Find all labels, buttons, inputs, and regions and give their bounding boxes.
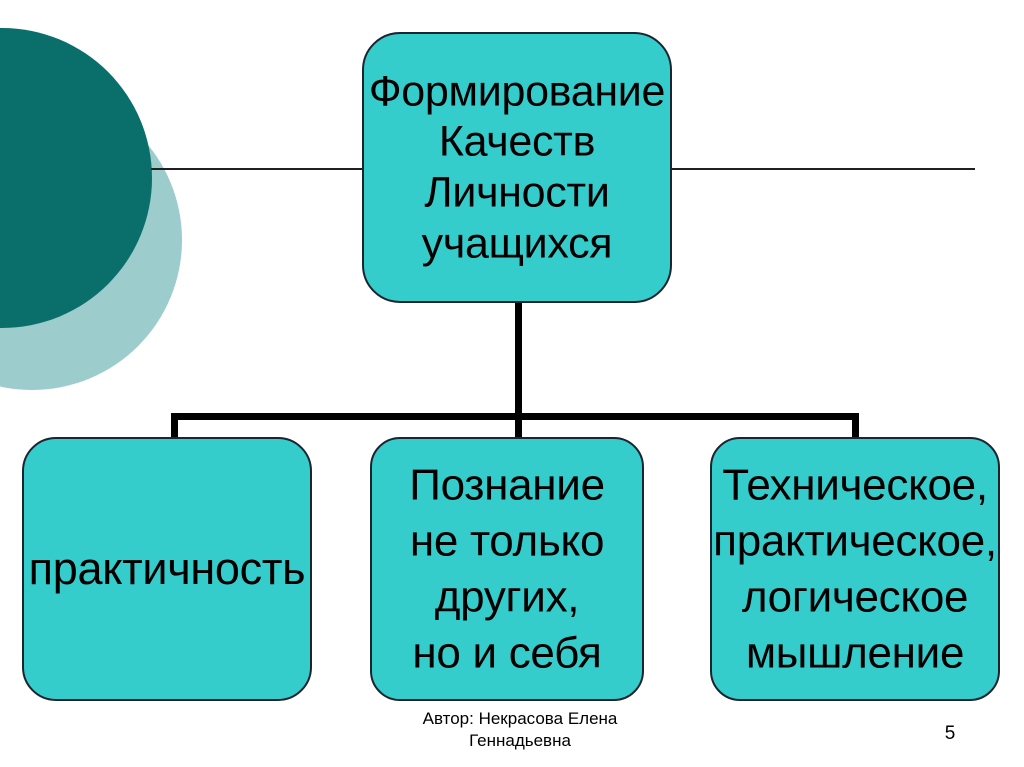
decorative-circle-dark bbox=[0, 28, 152, 328]
connector-drop-right bbox=[852, 413, 859, 441]
footer-page-number: 5 bbox=[944, 723, 956, 744]
connector-drop-middle bbox=[515, 413, 522, 441]
diagram-node-leaf-1-label: практичность bbox=[28, 542, 306, 594]
decorative-circle-light bbox=[0, 90, 182, 390]
diagram-node-leaf-1[interactable]: практичность bbox=[22, 437, 312, 701]
connector-trunk-vertical bbox=[515, 300, 522, 420]
connector-drop-left bbox=[171, 413, 178, 441]
